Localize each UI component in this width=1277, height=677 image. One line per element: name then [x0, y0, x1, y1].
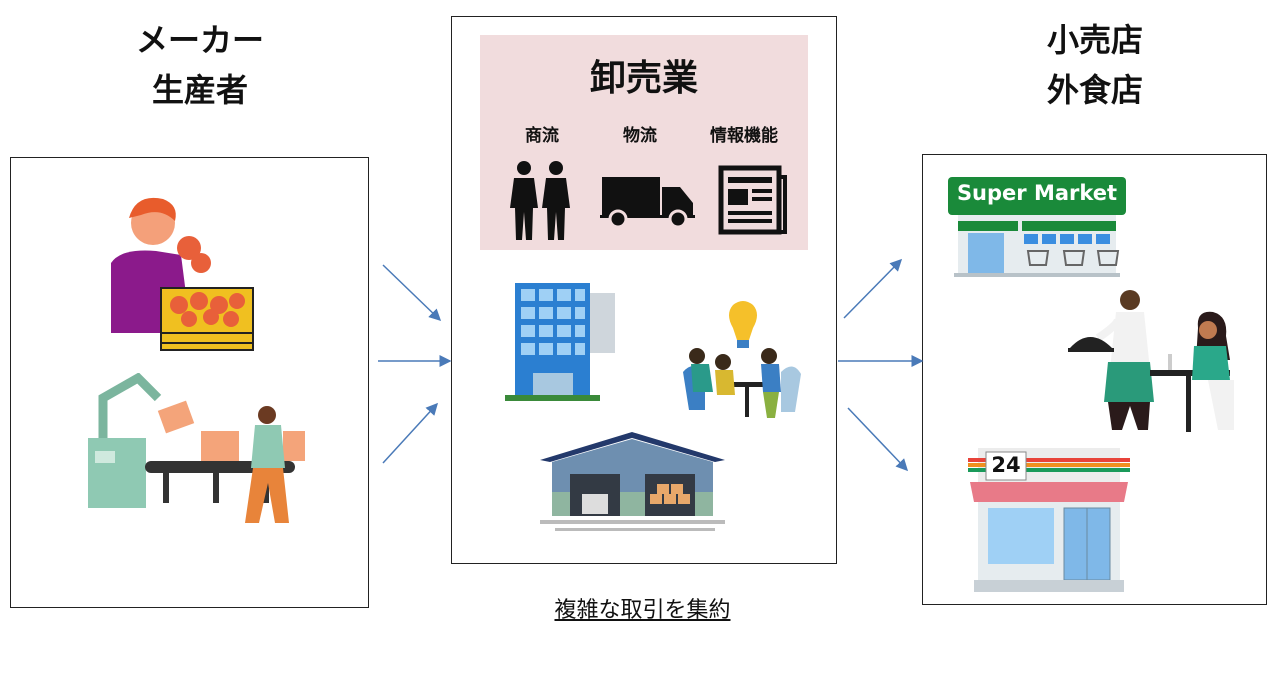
warehouse-illustration — [540, 432, 725, 531]
function-label-commercial: 商流 — [525, 126, 559, 146]
supermarket-building-icon — [948, 177, 1126, 277]
store-24-sign: 24 — [991, 453, 1021, 477]
factory-illustration — [88, 373, 305, 523]
convenience-store-building-icon — [968, 448, 1130, 592]
newspaper-icon — [718, 165, 787, 235]
farmer-illustration — [111, 197, 254, 351]
truck-icon — [600, 177, 695, 229]
supermarket-sign: Super Market — [956, 181, 1118, 205]
office-building-illustration — [505, 283, 615, 401]
function-label-information: 情報機能 — [710, 126, 778, 146]
producer-heading: メーカー 生産者 — [100, 15, 300, 115]
supermarket-illustration: Super Market — [948, 177, 1126, 285]
convenience-store-illustration: 24 — [968, 448, 1130, 593]
producer-title-line1: メーカー — [135, 21, 264, 59]
wholesale-functions-panel: 卸売業 商流 物流 情報機能 — [480, 35, 808, 250]
aggregation-caption: 複雑な取引を集約 — [554, 598, 731, 623]
arrow-wholesale-to-retail-upper — [843, 258, 903, 319]
arrow-producer-to-wholesale-lower — [382, 402, 439, 464]
retailer-title-line2: 外食店 — [1046, 71, 1143, 109]
producer-box — [10, 157, 369, 608]
arrow-wholesale-to-retail-lower — [847, 407, 909, 472]
wholesale-title: 卸売業 — [589, 58, 698, 99]
function-label-logistics: 物流 — [623, 126, 657, 146]
retailer-title-line1: 小売店 — [1046, 21, 1143, 59]
people-icon — [510, 161, 570, 240]
arrow-producer-to-wholesale-upper — [382, 264, 442, 322]
producer-title-line2: 生産者 — [151, 71, 248, 109]
retailer-heading: 小売店 外食店 — [995, 15, 1195, 115]
meeting-illustration — [683, 301, 801, 418]
restaurant-illustration — [1068, 290, 1234, 432]
